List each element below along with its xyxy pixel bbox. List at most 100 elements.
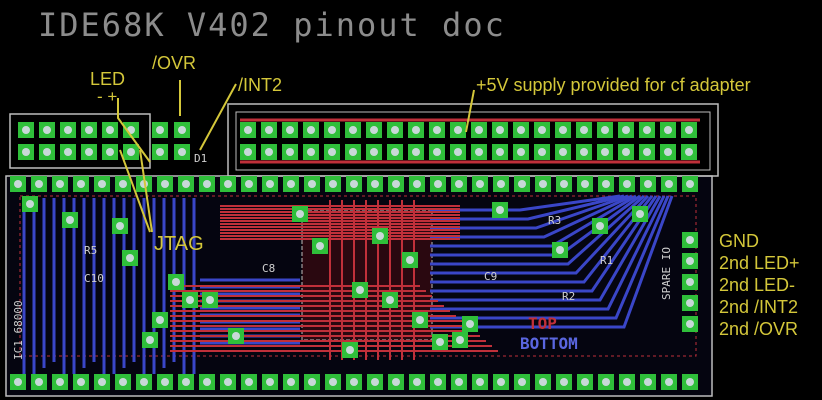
r3-label: R3 <box>548 214 562 227</box>
right-pin-list: GND 2nd LED+ 2nd LED- 2nd /INT2 2nd /OVR <box>719 230 800 340</box>
d1-label: D1 <box>194 152 208 165</box>
bottom-trace <box>430 194 646 266</box>
right-pin-int2: 2nd /INT2 <box>719 297 799 317</box>
bottom-trace <box>430 195 674 329</box>
cpu-top-pad <box>199 176 215 192</box>
led-pad <box>152 122 168 138</box>
r5-label: R5 <box>84 244 98 257</box>
ide-pad <box>492 144 508 160</box>
ovr-pad <box>174 122 190 138</box>
cpu-bottom-pad <box>241 374 257 390</box>
ic1-label: IC1 68000 <box>12 300 25 360</box>
cpu-top-pad <box>262 176 278 192</box>
cpu-top-pad <box>31 176 47 192</box>
cpu-bottom-pad <box>52 374 68 390</box>
cpu-top-pad <box>451 176 467 192</box>
ide-pad <box>660 144 676 160</box>
ide-pad <box>492 122 508 138</box>
via <box>352 282 368 298</box>
cpu-top-pad <box>472 176 488 192</box>
cpu-top-pad <box>94 176 110 192</box>
jtag-pad <box>18 122 34 138</box>
via <box>22 196 38 212</box>
r1-label: R1 <box>600 254 614 267</box>
cpu-top-pad <box>283 176 299 192</box>
jtag-pad <box>102 144 118 160</box>
ide-pad <box>681 144 697 160</box>
top-layer-label: TOP <box>528 314 557 333</box>
cpu-bottom-pad <box>493 374 509 390</box>
via <box>372 228 388 244</box>
right-pin-gnd: GND <box>719 231 759 251</box>
cpu-bottom-pad <box>598 374 614 390</box>
cpu-top-pad <box>10 176 26 192</box>
c9-label: C9 <box>484 270 498 283</box>
cpu-top-pad <box>220 176 236 192</box>
cpu-top-pad <box>556 176 572 192</box>
jtag-pad <box>39 144 55 160</box>
jtag-pad <box>18 144 34 160</box>
bottom-trace <box>430 194 633 239</box>
cpu-bottom-pad <box>556 374 572 390</box>
ide-pad <box>576 144 592 160</box>
spare-io-pad <box>682 316 698 332</box>
ide-pad <box>576 122 592 138</box>
cpu-bottom-pad <box>157 374 173 390</box>
right-pin-led-minus: 2nd LED- <box>719 275 796 295</box>
ide-pad <box>555 122 571 138</box>
via <box>142 332 158 348</box>
cpu-bottom-pad <box>199 374 215 390</box>
cpu-bottom-pad <box>94 374 110 390</box>
ide-pad <box>618 144 634 160</box>
cpu-bottom-pad <box>304 374 320 390</box>
cpu-bottom-pad <box>31 374 47 390</box>
via <box>122 250 138 266</box>
bottom-trace <box>430 195 670 320</box>
ide-pad <box>450 144 466 160</box>
ide-pad <box>513 122 529 138</box>
ide-pad <box>450 122 466 138</box>
cpu-bottom-pad <box>283 374 299 390</box>
cpu-bottom-pad <box>73 374 89 390</box>
cpu-bottom-pad <box>514 374 530 390</box>
ide-pad <box>282 122 298 138</box>
bottom-trace <box>430 194 629 230</box>
via <box>632 206 648 222</box>
ide-pad <box>366 144 382 160</box>
led-label: LED <box>90 69 126 89</box>
via <box>402 252 418 268</box>
ide-pad <box>324 122 340 138</box>
spare-io-pad <box>682 253 698 269</box>
jtag-pad <box>123 144 139 160</box>
bottom-trace <box>430 195 666 311</box>
ide-connector-outline <box>227 103 719 177</box>
c8-label: C8 <box>262 262 276 275</box>
int2-pad <box>174 144 190 160</box>
cpu-top-pad <box>346 176 362 192</box>
via <box>168 274 184 290</box>
ide-pad <box>282 144 298 160</box>
via <box>412 312 428 328</box>
cpu-bottom-pad <box>346 374 362 390</box>
via <box>312 238 328 254</box>
cpu-top-pad <box>325 176 341 192</box>
ide-pad <box>429 122 445 138</box>
cpu-top-pad <box>304 176 320 192</box>
bottom-trace <box>430 194 625 221</box>
cpu-bottom-pad <box>136 374 152 390</box>
cpu-top-pad <box>73 176 89 192</box>
int2-leader <box>199 83 237 151</box>
cpu-top-pad <box>157 176 173 192</box>
ide-pad <box>303 122 319 138</box>
jtag-pad <box>102 122 118 138</box>
via <box>342 342 358 358</box>
via <box>592 218 608 234</box>
led-polarity-label: - + <box>97 87 118 106</box>
ide-pad <box>408 122 424 138</box>
cpu-bottom-pad <box>115 374 131 390</box>
ide-pad <box>534 144 550 160</box>
ide-pad <box>639 144 655 160</box>
cpu-top-pad <box>493 176 509 192</box>
ide-pad <box>261 122 277 138</box>
